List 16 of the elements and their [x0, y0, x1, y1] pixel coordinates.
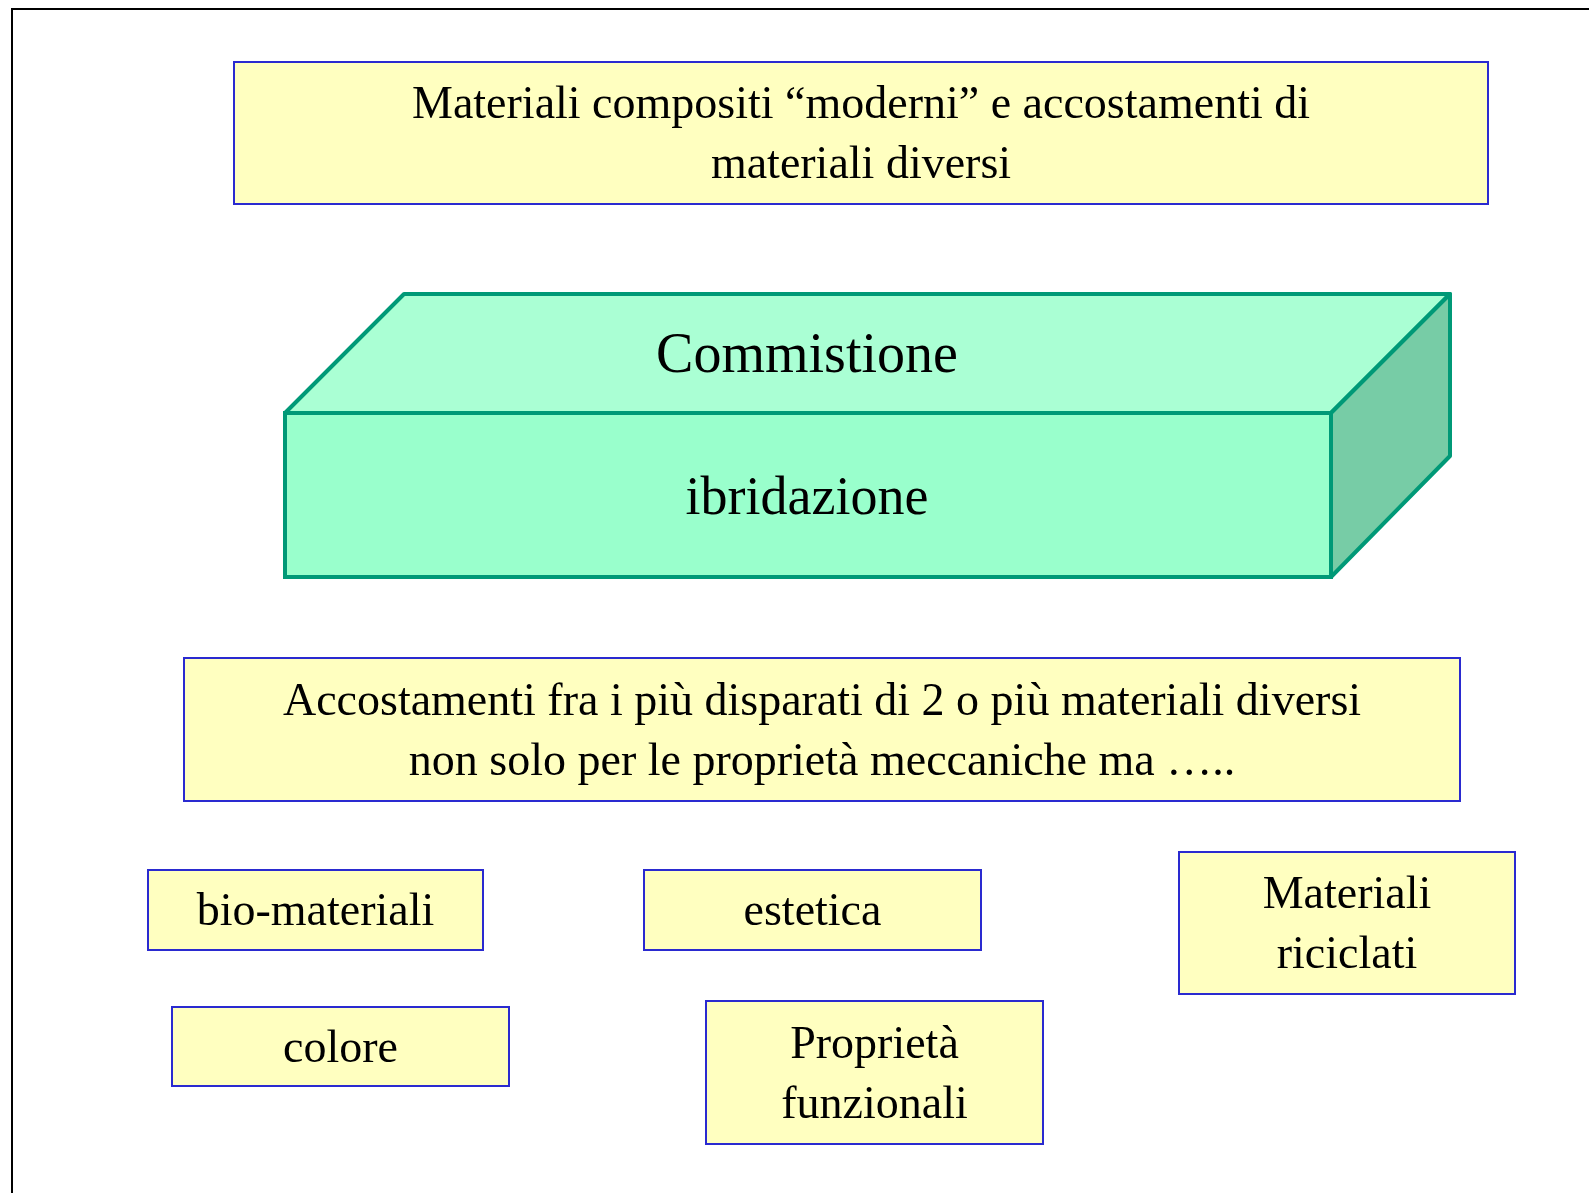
text-box	[147, 869, 484, 951]
box-text: bio-materiali	[196, 883, 435, 938]
text-box	[233, 61, 1489, 205]
box-text: Materiali compositi “moderni” e accostamenti di materiali diversi	[411, 76, 1311, 190]
box-text: Materiali riciclati	[1261, 866, 1433, 980]
box-text: colore	[283, 1019, 398, 1074]
block-label: Commistione	[656, 324, 958, 381]
box-text: Proprietà funzionali	[780, 1015, 969, 1130]
box-text: estetica	[743, 883, 882, 938]
box-text: Accostamenti fra i più disparati di 2 o più materiali diversi non solo per le proprietà meccaniche ma …..	[281, 672, 1363, 787]
text-box	[1178, 851, 1516, 995]
block-label: ibridazione	[685, 469, 929, 523]
text-box	[643, 869, 982, 951]
text-box	[171, 1006, 510, 1087]
text-box	[183, 657, 1461, 802]
text-box	[705, 1000, 1044, 1145]
